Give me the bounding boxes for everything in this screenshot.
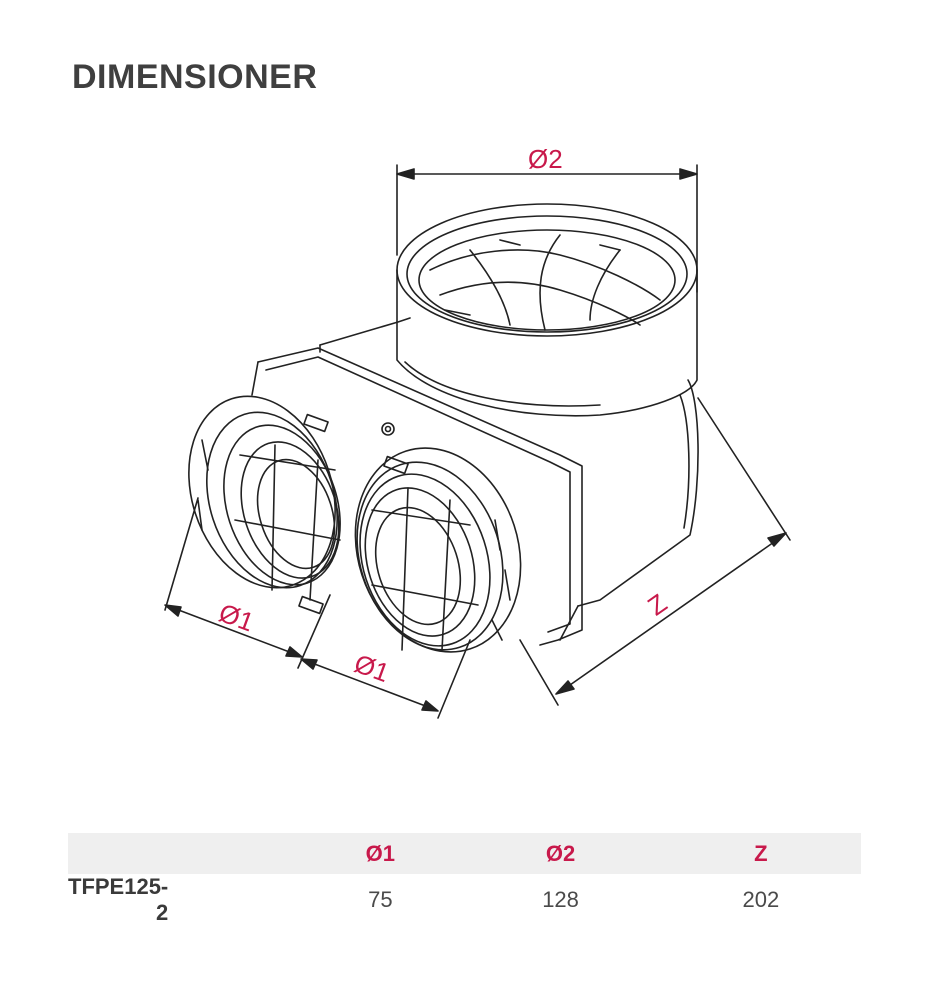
label-d1-left: Ø1 xyxy=(215,597,258,637)
top-outlet xyxy=(396,203,698,417)
cell-model: TFPE125-2 xyxy=(68,874,169,925)
table-row: TFPE125-2 75 128 202 xyxy=(68,874,861,926)
label-d1-right: Ø1 xyxy=(350,648,393,688)
d1-dimensions xyxy=(164,497,471,719)
page-title: DIMENSIONER xyxy=(72,58,318,96)
z-dimension xyxy=(519,397,791,706)
right-spigot xyxy=(354,447,522,653)
table-header-d2: Ø2 xyxy=(460,833,661,874)
label-d2: Ø2 xyxy=(528,144,563,174)
cell-d1: 75 xyxy=(368,887,393,912)
table-header-row: Ø1 Ø2 Z xyxy=(68,833,861,874)
left-spigot xyxy=(188,395,341,615)
cell-d2: 128 xyxy=(542,887,579,912)
dimension-table: Ø1 Ø2 Z TFPE125-2 75 128 202 xyxy=(68,833,861,926)
table-header-model xyxy=(68,833,301,874)
table-header-z: Z xyxy=(660,833,861,874)
product-dimension-drawing: Ø2 Ø1 Ø1 Z xyxy=(164,144,791,719)
housing-body xyxy=(251,317,699,646)
cell-z: 202 xyxy=(742,887,780,912)
table-header-d1: Ø1 xyxy=(300,833,461,874)
d2-dimension xyxy=(396,164,698,293)
